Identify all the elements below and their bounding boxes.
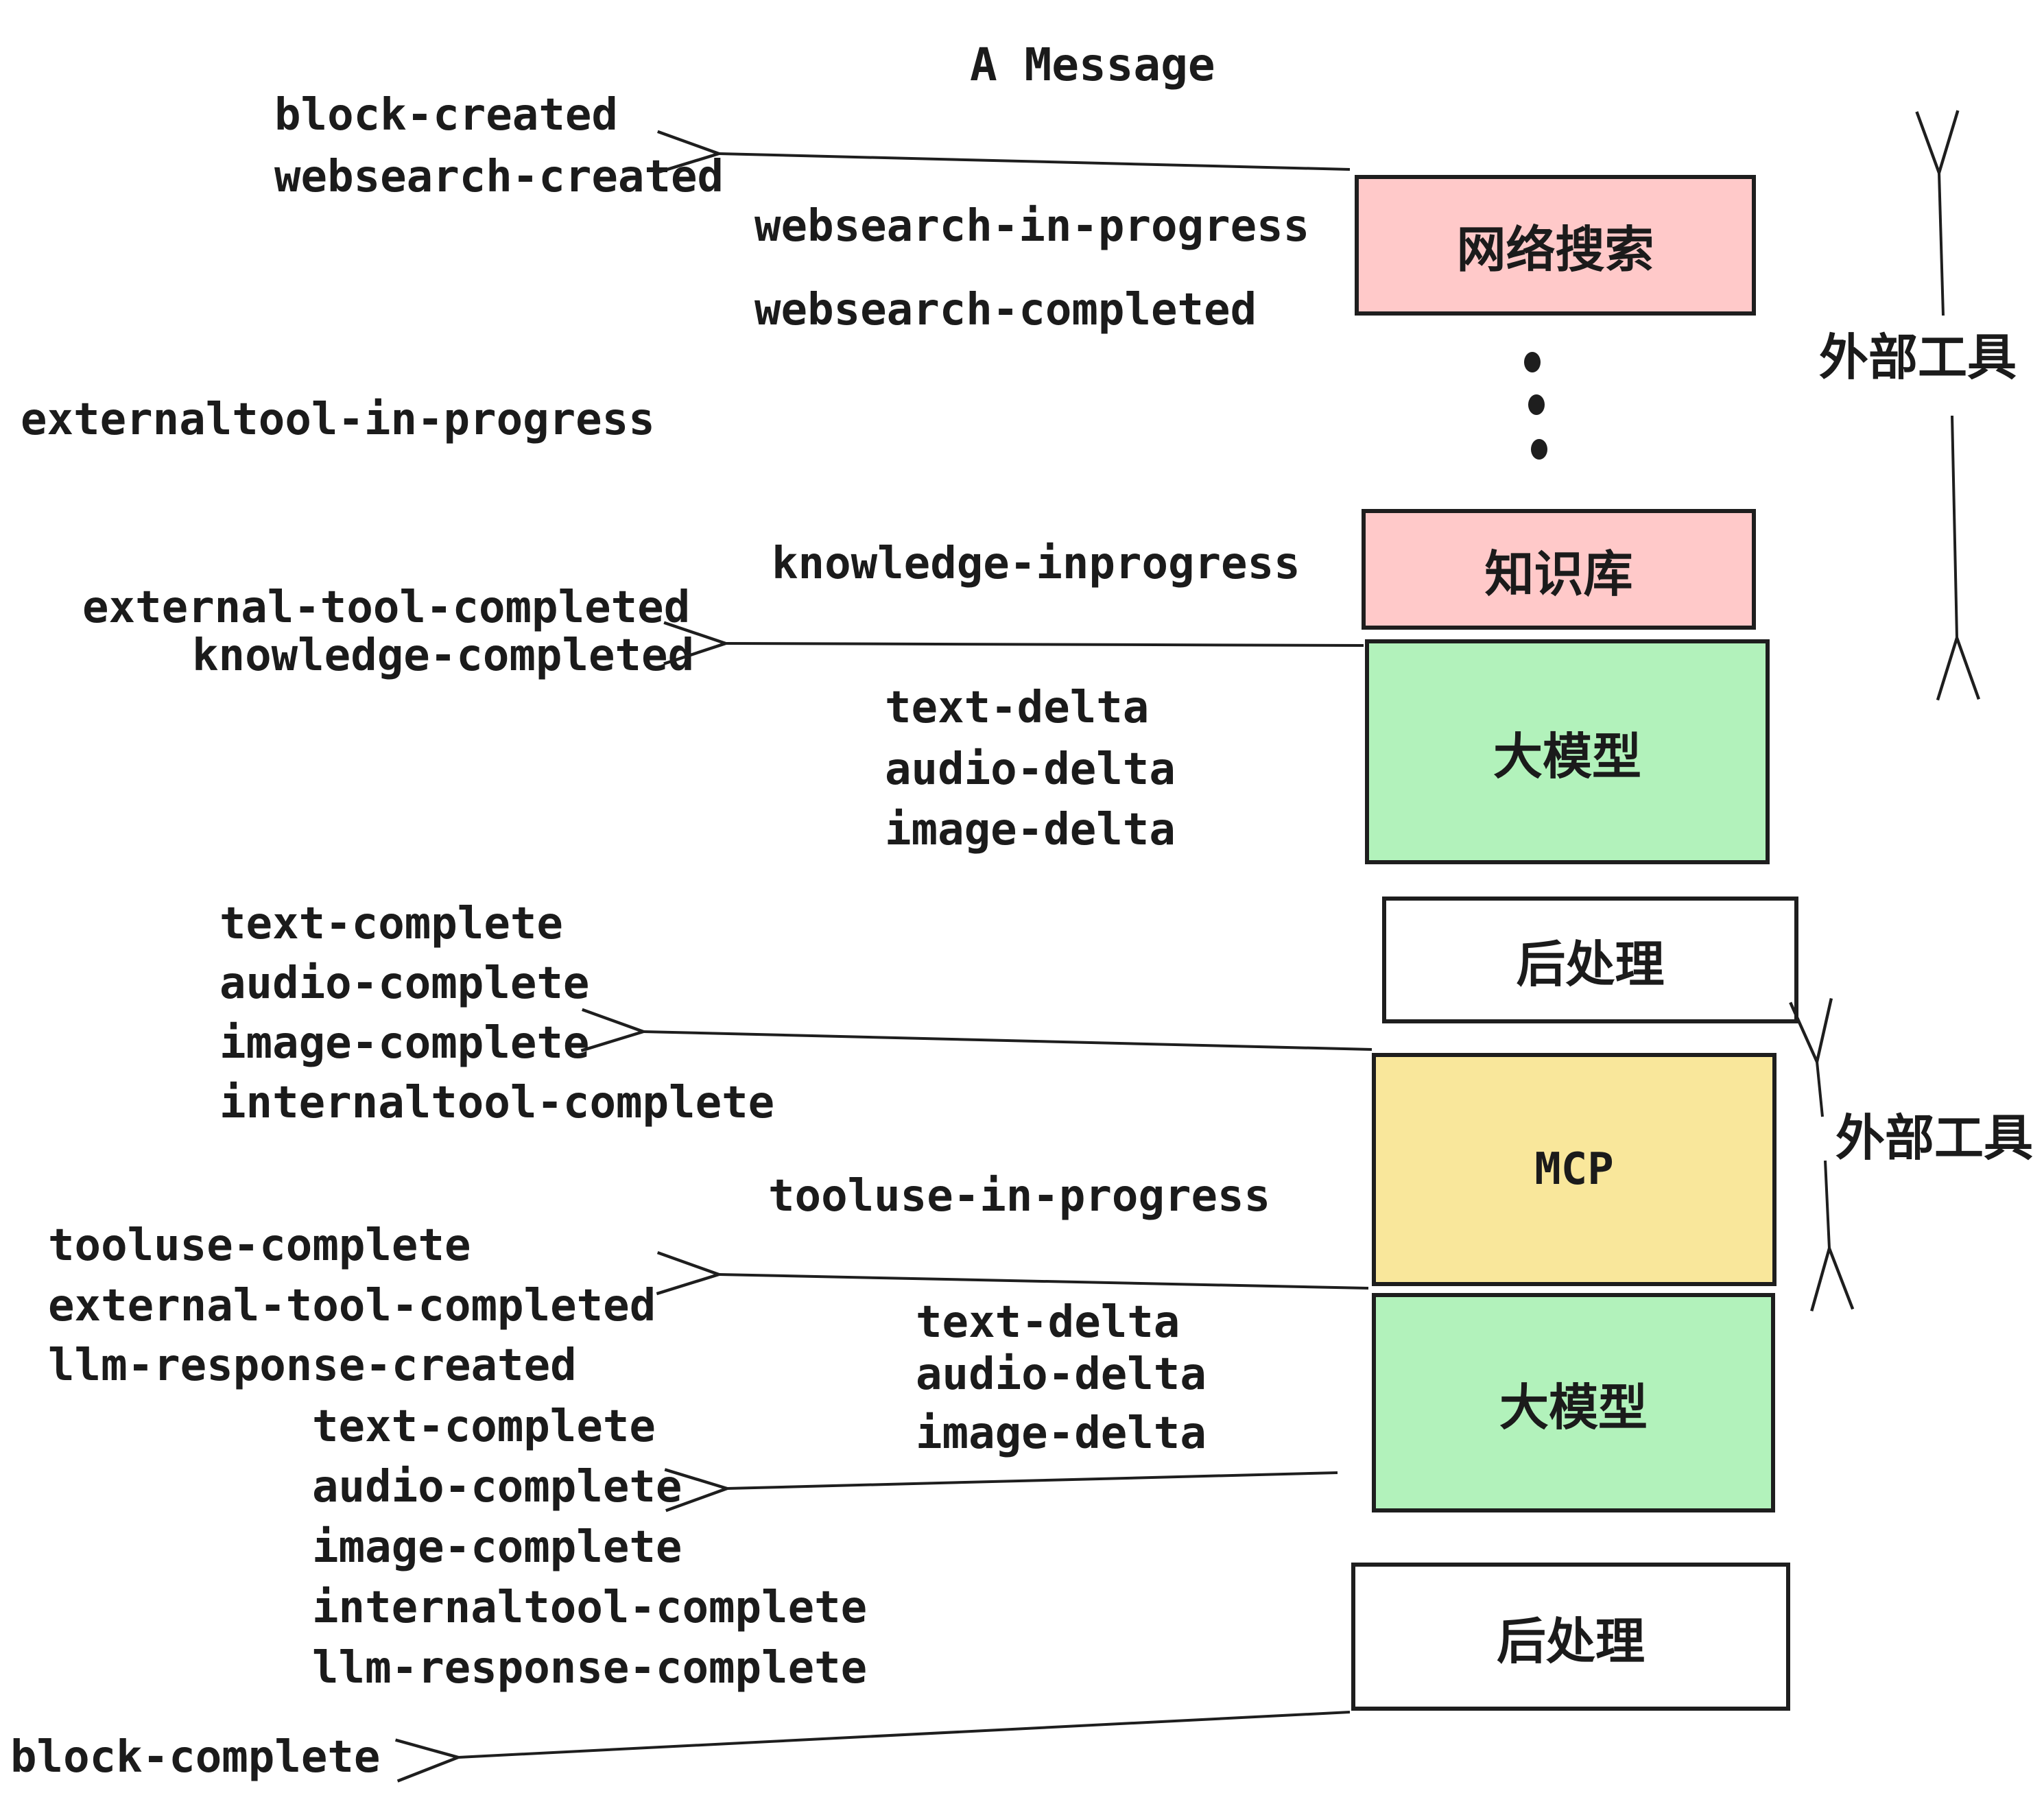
- external-tools-label-1: 外部工具: [1819, 331, 2017, 385]
- box-postprocess-1-label: 后处理: [1516, 938, 1665, 993]
- event-internaltool-complete: internaltool-complete: [219, 1078, 775, 1128]
- event-image-delta-2: image-delta: [916, 1408, 1207, 1459]
- event-internaltool-complete-2: internaltool-complete: [312, 1582, 868, 1633]
- box-llm-2-label: 大模型: [1499, 1380, 1648, 1436]
- event-websearch-created: websearch-created: [274, 152, 724, 202]
- box-postprocess-2-label: 后处理: [1496, 1614, 1645, 1670]
- event-text-delta: text-delta: [885, 683, 1150, 733]
- event-websearch-in-progress: websearch-in-progress: [754, 201, 1310, 252]
- arrow-to-websearch-created-icon: [719, 154, 1351, 169]
- event-knowledge-inprogress: knowledge-inprogress: [772, 538, 1300, 589]
- box-websearch-label: 网络搜索: [1456, 223, 1654, 278]
- box-llm-2: 大模型: [1372, 1293, 1775, 1512]
- box-postprocess-2: 后处理: [1351, 1563, 1790, 1711]
- event-websearch-completed: websearch-completed: [754, 285, 1257, 335]
- event-text-delta-2: text-delta: [916, 1297, 1180, 1348]
- box-llm-1: 大模型: [1365, 639, 1770, 864]
- event-block-created: block-created: [274, 90, 618, 141]
- box-mcp: MCP: [1372, 1053, 1776, 1286]
- event-tooluse-in-progress: tooluse-in-progress: [768, 1171, 1271, 1222]
- arrow-to-knowledge-completed-icon: [726, 643, 1364, 645]
- event-tooluse-complete: tooluse-complete: [48, 1220, 471, 1271]
- event-external-tool-completed: external-tool-completed: [82, 582, 691, 633]
- event-text-complete: text-complete: [219, 899, 563, 949]
- event-externaltool-in-progress: externaltool-in-progress: [21, 394, 655, 445]
- event-llm-response-complete: llm-response-complete: [312, 1643, 868, 1694]
- box-websearch: 网络搜索: [1355, 175, 1756, 316]
- event-image-complete: image-complete: [219, 1018, 590, 1069]
- box-postprocess-1: 后处理: [1382, 897, 1798, 1023]
- event-block-complete: block-complete: [10, 1732, 381, 1783]
- arrow-to-tooluse-complete-icon: [719, 1274, 1369, 1288]
- event-audio-complete: audio-complete: [219, 958, 590, 1009]
- box-llm-1-label: 大模型: [1493, 729, 1641, 785]
- event-image-complete-2: image-complete: [312, 1522, 682, 1573]
- event-audio-delta-2: audio-delta: [916, 1349, 1207, 1400]
- arrow-to-image-complete-icon: [643, 1032, 1372, 1049]
- page-title: A Message: [970, 38, 1215, 91]
- event-image-delta: image-delta: [885, 805, 1176, 855]
- external-tools-up-arrow-2-icon: [1817, 1062, 1822, 1117]
- event-text-complete-2: text-complete: [312, 1401, 656, 1452]
- external-tools-down-arrow-1-icon: [1952, 415, 1957, 638]
- external-tools-up-arrow-1-icon: [1939, 173, 1943, 316]
- external-tools-down-arrow-2-icon: [1825, 1160, 1829, 1248]
- event-audio-complete-2: audio-complete: [312, 1462, 682, 1512]
- event-llm-response-created: llm-response-created: [48, 1340, 577, 1391]
- box-knowledge: 知识库: [1362, 509, 1756, 630]
- arrow-to-audio-complete-icon: [727, 1473, 1338, 1488]
- arrow-to-block-complete-icon: [458, 1711, 1351, 1757]
- event-knowledge-completed: knowledge-completed: [192, 630, 695, 681]
- vertical-ellipsis-icon: [1524, 352, 1547, 460]
- event-audio-delta: audio-delta: [885, 744, 1176, 795]
- external-tools-label-2: 外部工具: [1835, 1111, 2034, 1166]
- box-mcp-label: MCP: [1534, 1144, 1614, 1195]
- event-external-tool-completed-2: external-tool-completed: [48, 1281, 656, 1331]
- box-knowledge-label: 知识库: [1484, 547, 1633, 602]
